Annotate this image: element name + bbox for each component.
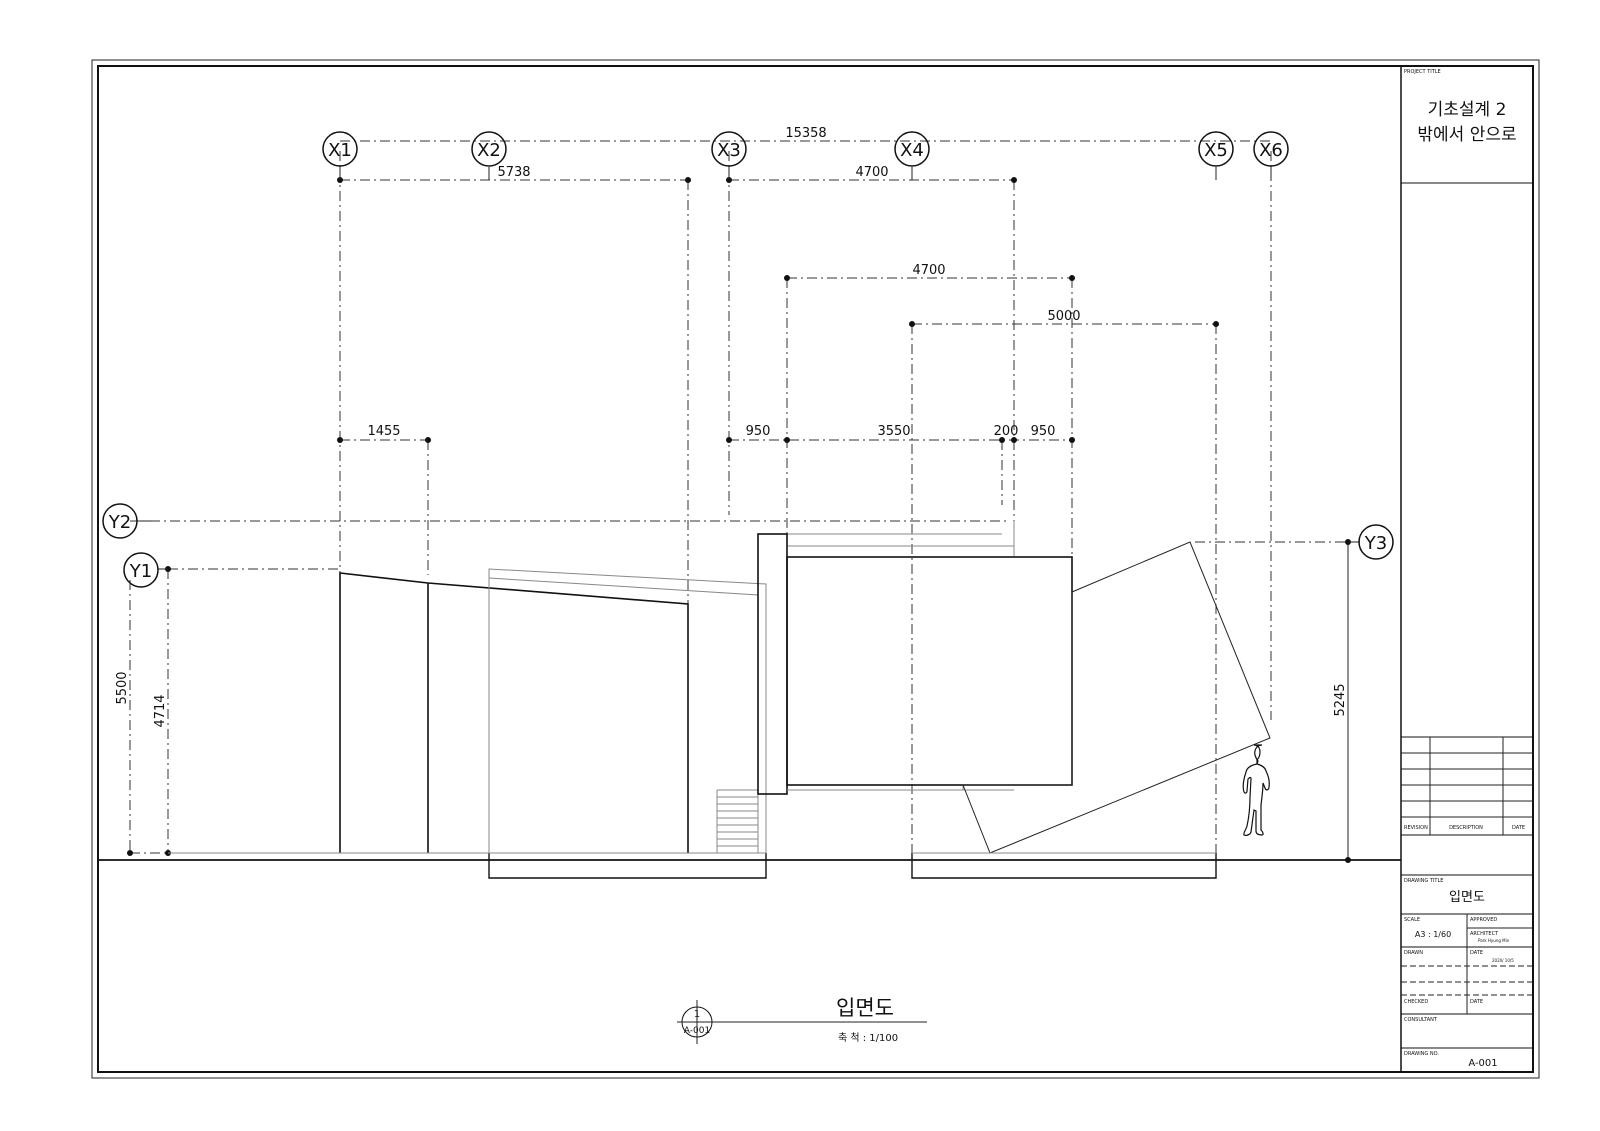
date-label-2: DATE <box>1470 950 1483 956</box>
dim-5738: 5738 <box>497 165 530 180</box>
grid-label-y1: Y1 <box>129 561 152 582</box>
title-block: PROJECT TITLE 기초설계 2 밖에서 안으로 REVISION DE… <box>1400 66 1533 1072</box>
dim-4700-top: 4700 <box>855 165 888 180</box>
grid-label-y3: Y3 <box>1364 533 1387 554</box>
dim-4700-mid: 4700 <box>912 263 945 278</box>
dim-1455: 1455 <box>367 424 400 439</box>
dim-node <box>1213 321 1219 327</box>
project-name: 기초설계 2 <box>1428 100 1507 120</box>
grid-bubble-x3 <box>711 131 747 167</box>
dim-3550: 3550 <box>877 424 910 439</box>
drawing-title-label: DRAWING TITLE <box>1404 878 1443 884</box>
grid-label-x2: X2 <box>477 140 501 161</box>
grid-bubble-x6 <box>1253 131 1289 167</box>
approved-label: APPROVED <box>1470 917 1497 923</box>
dim-node <box>1011 177 1017 183</box>
dimension-lines: 15358 5738 4700 4700 5000 1455 950 3550 … <box>115 126 1351 863</box>
grid-bubble-x5 <box>1198 131 1234 167</box>
consultant-label: CONSULTANT <box>1404 1017 1438 1023</box>
dim-node <box>999 437 1005 443</box>
dim-node <box>726 437 732 443</box>
bubble-sheet: A-001 <box>684 1026 710 1036</box>
bubble-number: 1 <box>694 1009 700 1020</box>
dim-node <box>784 437 790 443</box>
dim-node <box>1011 437 1017 443</box>
revision-label: REVISION <box>1404 825 1428 831</box>
grid-label-x4: X4 <box>900 140 924 161</box>
dim-node <box>337 437 343 443</box>
dim-4714: 4714 <box>153 694 168 727</box>
grid-bubble-x2 <box>471 131 507 167</box>
caption-title: 입면도 <box>836 996 894 1020</box>
dim-950-b: 950 <box>1031 424 1056 439</box>
architect-label: ARCHITECT <box>1470 931 1499 937</box>
dim-5245: 5245 <box>1333 683 1348 716</box>
building-elevation <box>168 521 1271 879</box>
grid-bubble-y1 <box>123 552 159 588</box>
grid-bubble-x1 <box>322 131 358 167</box>
caption-scale: 축 척 : 1/100 <box>838 1032 898 1044</box>
dim-node <box>909 321 915 327</box>
dim-5000: 5000 <box>1047 309 1080 324</box>
revision-table: REVISION DESCRIPTION DATE <box>1401 736 1533 836</box>
dim-node <box>784 275 790 281</box>
dim-node <box>127 850 133 856</box>
grid-bubble-x4 <box>894 131 930 167</box>
grid-label-x3: X3 <box>717 140 741 161</box>
dim-overall: 15358 <box>785 126 826 141</box>
grid-label-x1: X1 <box>328 140 352 161</box>
dim-node <box>1345 857 1351 863</box>
outer-border <box>91 59 1540 1079</box>
dim-node <box>1069 437 1075 443</box>
dim-node <box>425 437 431 443</box>
inner-border <box>97 65 1534 1073</box>
dim-5500: 5500 <box>115 671 130 704</box>
drawing-caption: 1 A-001 입면도 축 척 : 1/100 <box>677 996 927 1044</box>
stair <box>716 789 758 853</box>
date-label: DATE <box>1512 825 1525 831</box>
checked-label: CHECKED <box>1404 999 1428 1005</box>
dim-node <box>1069 275 1075 281</box>
dim-950-a: 950 <box>746 424 771 439</box>
grid-label-x5: X5 <box>1204 140 1228 161</box>
dim-200: 200 <box>994 424 1019 439</box>
date-value: 2020/ 10/5 <box>1492 958 1514 963</box>
description-label: DESCRIPTION <box>1449 825 1483 831</box>
grid-bubble-y3 <box>1358 524 1394 560</box>
drawing-title: 입면도 <box>1449 890 1485 905</box>
drawing-no: A-001 <box>1468 1058 1497 1069</box>
architect-name: Park Hyung Min <box>1478 938 1510 943</box>
person-icon <box>1242 744 1270 836</box>
scale-value: A3 : 1/60 <box>1415 930 1451 939</box>
grid-label-x6: X6 <box>1259 140 1283 161</box>
project-subtitle: 밖에서 안으로 <box>1417 125 1516 145</box>
dim-node <box>685 177 691 183</box>
drawn-label: DRAWN <box>1404 950 1423 956</box>
grid-bubbles: X1 X2 X3 X4 X5 X6 Y2 Y1 Y3 <box>102 131 1394 588</box>
scale-label: SCALE <box>1404 917 1420 923</box>
date-label-3: DATE <box>1470 999 1483 1005</box>
drawing-no-label: DRAWING NO. <box>1404 1051 1439 1057</box>
project-title-label: PROJECT TITLE <box>1404 69 1441 75</box>
grid-bubble-y2 <box>102 503 138 539</box>
grid-lines <box>129 151 1360 860</box>
grid-label-y2: Y2 <box>108 512 131 533</box>
